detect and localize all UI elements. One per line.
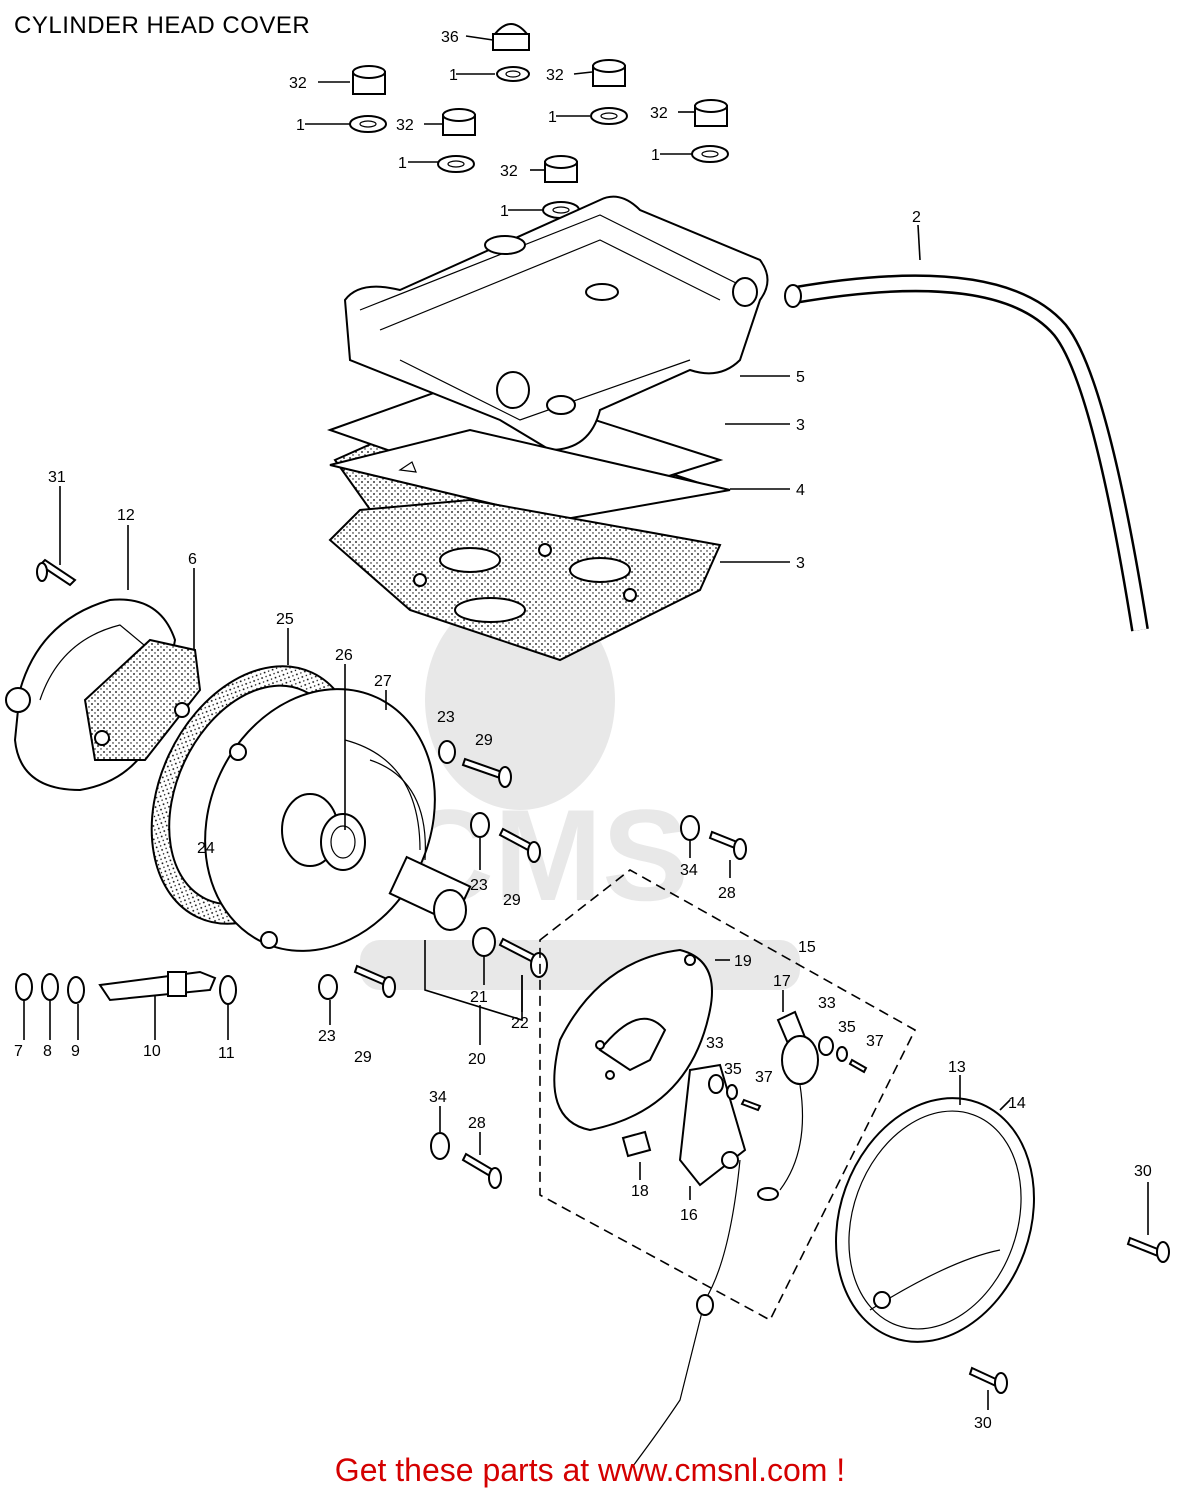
callout-23: 23 <box>470 877 488 894</box>
callout-11: 11 <box>218 1045 235 1062</box>
callout-29: 29 <box>475 732 493 749</box>
callout-24: 24 <box>197 840 215 857</box>
callout-labels: 36 32 1 32 1 32 1 32 1 32 1 1 2 5 3 4 3 … <box>14 29 1152 1432</box>
callout-34: 34 <box>429 1089 447 1106</box>
callout-8: 8 <box>43 1043 52 1060</box>
callout-26: 26 <box>335 647 353 664</box>
callout-33: 33 <box>706 1035 724 1052</box>
callout-1: 1 <box>500 203 509 220</box>
callout-37: 37 <box>755 1069 773 1086</box>
page-title: CYLINDER HEAD COVER <box>14 12 311 39</box>
callout-1: 1 <box>296 117 305 134</box>
cap-nut-36 <box>492 23 530 51</box>
callout-10: 10 <box>143 1043 161 1060</box>
callout-34: 34 <box>680 862 698 879</box>
lead-wire <box>629 1159 741 1471</box>
callout-5: 5 <box>796 369 805 386</box>
washers-and-nuts-group <box>349 59 729 219</box>
callout-32: 32 <box>546 67 564 84</box>
base-plate-19 <box>553 948 713 1132</box>
condenser-17 <box>757 1010 819 1201</box>
callout-35: 35 <box>724 1061 742 1078</box>
callout-3: 3 <box>796 555 805 572</box>
callout-7: 7 <box>14 1043 23 1060</box>
callout-35: 35 <box>838 1019 856 1036</box>
callout-14: 14 <box>1008 1095 1026 1112</box>
callout-27: 27 <box>374 673 392 690</box>
callout-3: 3 <box>796 417 805 434</box>
footer-link-banner[interactable]: Get these parts at www.cmsnl.com ! <box>334 1452 846 1488</box>
callout-21: 21 <box>470 989 488 1006</box>
callout-15: 15 <box>798 939 816 956</box>
callout-28: 28 <box>468 1115 486 1132</box>
callout-1: 1 <box>398 155 407 172</box>
callout-1: 1 <box>651 147 660 164</box>
callout-33: 33 <box>818 995 836 1012</box>
breather-tube <box>784 274 1149 632</box>
felt-18 <box>621 1130 652 1158</box>
callout-25: 25 <box>276 611 294 628</box>
point-cover-13 <box>835 1097 1035 1343</box>
callout-6: 6 <box>188 551 197 568</box>
callout-23: 23 <box>318 1028 336 1045</box>
callout-13: 13 <box>948 1059 966 1076</box>
callout-16: 16 <box>680 1207 698 1224</box>
callout-32: 32 <box>500 163 518 180</box>
callout-19: 19 <box>734 953 752 970</box>
callout-9: 9 <box>71 1043 80 1060</box>
screws-30 <box>968 1236 1170 1394</box>
callout-2: 2 <box>912 209 921 226</box>
callout-20: 20 <box>468 1051 486 1068</box>
callout-4: 4 <box>796 482 805 499</box>
callout-1: 1 <box>449 67 458 84</box>
cam-26 <box>320 813 472 931</box>
fasteners-center <box>318 740 747 1189</box>
callout-1: 1 <box>548 109 557 126</box>
callout-12: 12 <box>117 507 135 524</box>
callout-36: 36 <box>441 29 459 46</box>
leader-lines <box>23 35 1149 1410</box>
callout-30: 30 <box>974 1415 992 1432</box>
spark-advancer-27 <box>344 739 426 861</box>
callout-31: 31 <box>48 469 66 486</box>
callout-17: 17 <box>773 973 791 990</box>
shaft-assembly <box>15 970 237 1005</box>
gasket-6 <box>83 638 202 761</box>
callout-30: 30 <box>1134 1163 1152 1180</box>
callout-29: 29 <box>503 892 521 909</box>
callout-32: 32 <box>396 117 414 134</box>
callout-22: 22 <box>511 1015 529 1032</box>
callout-29: 29 <box>354 1049 372 1066</box>
callout-18: 18 <box>631 1183 649 1200</box>
callout-32: 32 <box>650 105 668 122</box>
callout-28: 28 <box>718 885 736 902</box>
callout-37: 37 <box>866 1033 884 1050</box>
gasket-lower-3 <box>328 498 722 662</box>
callout-23: 23 <box>437 709 455 726</box>
callout-32: 32 <box>289 75 307 92</box>
small-hardware-33-35-37 <box>708 1036 868 1112</box>
